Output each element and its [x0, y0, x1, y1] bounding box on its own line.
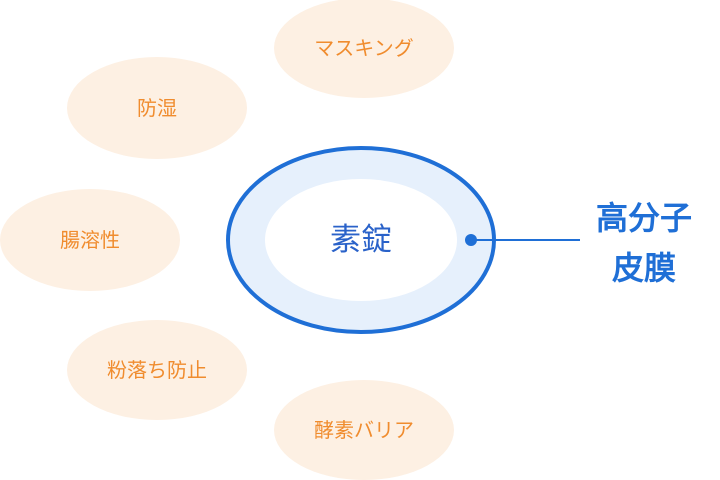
bubble-shape — [67, 57, 247, 159]
film-label-line2: 皮膜 — [612, 249, 676, 287]
bubble-label-enteric: 腸溶性 — [60, 228, 120, 252]
bubble-label-moisture: 防湿 — [137, 96, 177, 120]
bubble-shape — [274, 380, 454, 480]
bubble-shape — [67, 320, 247, 420]
feature-bubble-anti-dust: 粉落ち防止 — [67, 320, 247, 420]
bubble-shape — [0, 189, 180, 291]
bubble-label-enzyme-barrier: 酵素バリア — [314, 418, 414, 442]
film-connector — [465, 234, 580, 246]
tablet-core-label: 素錠 — [330, 222, 392, 258]
feature-bubble-enteric: 腸溶性 — [0, 189, 180, 291]
feature-bubble-moisture: 防湿 — [67, 57, 247, 159]
tablet-core — [265, 179, 457, 301]
bubble-label-anti-dust: 粉落ち防止 — [107, 358, 207, 382]
feature-bubble-enzyme-barrier: 酵素バリア — [274, 380, 454, 480]
coated-tablet: 素錠 — [226, 146, 496, 334]
polymer-film-label: 高分子 皮膜 — [596, 199, 692, 287]
bubble-shape — [274, 0, 454, 98]
feature-bubble-masking: マスキング — [274, 0, 454, 98]
bubble-label-masking: マスキング — [314, 36, 413, 60]
film-label-line1: 高分子 — [596, 199, 692, 237]
